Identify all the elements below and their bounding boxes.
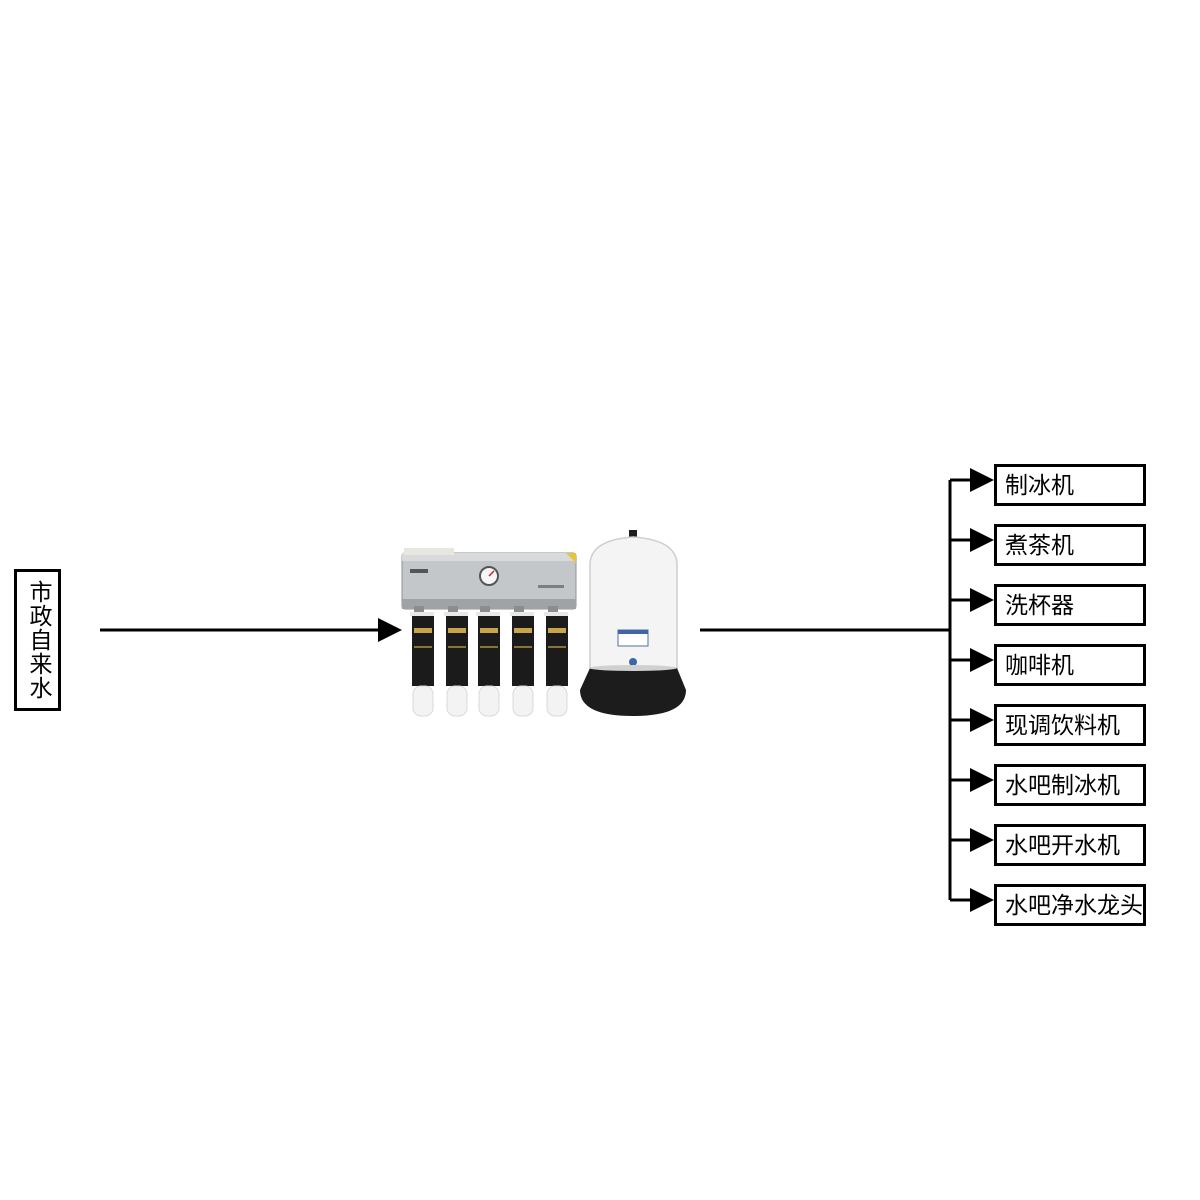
branch-arrow (950, 468, 994, 492)
destination-box: 咖啡机 (994, 644, 1146, 686)
destination-box: 现调饮料机 (994, 704, 1146, 746)
filter-cartridge (544, 606, 568, 717)
destination-label: 煮茶机 (1005, 533, 1074, 559)
destination-label: 水吧净水龙头 (1005, 893, 1143, 919)
destination-box: 水吧开水机 (994, 824, 1146, 866)
destination-label: 现调饮料机 (1005, 713, 1120, 739)
filter-cartridge (444, 606, 468, 717)
branch-arrow (950, 888, 994, 912)
branch-arrow (950, 828, 994, 852)
branch-arrow (950, 588, 994, 612)
destination-box: 洗杯器 (994, 584, 1146, 626)
destination-label: 洗杯器 (1005, 593, 1074, 619)
destination-box: 水吧净水龙头 (994, 884, 1146, 926)
branch-arrow (950, 768, 994, 792)
pressure-tank-image (580, 530, 686, 716)
output-line (700, 480, 952, 900)
source-label: 市政自来水 (25, 580, 51, 700)
input-arrow (100, 618, 402, 642)
branch-arrow (950, 528, 994, 552)
destination-box: 煮茶机 (994, 524, 1146, 566)
branch-arrow (950, 708, 994, 732)
filter-cartridge (410, 606, 434, 717)
source-box: 市政自来水 (14, 569, 61, 711)
destination-label: 水吧开水机 (1005, 833, 1120, 859)
filter-cartridge (476, 606, 500, 717)
destination-label: 咖啡机 (1005, 653, 1074, 679)
destination-box: 水吧制冰机 (994, 764, 1146, 806)
filter-unit-image (401, 548, 577, 717)
destination-label: 水吧制冰机 (1005, 773, 1120, 799)
destination-label: 制冰机 (1005, 473, 1074, 499)
destination-box: 制冰机 (994, 464, 1146, 506)
branch-arrow (950, 648, 994, 672)
filter-cartridge (510, 606, 534, 717)
